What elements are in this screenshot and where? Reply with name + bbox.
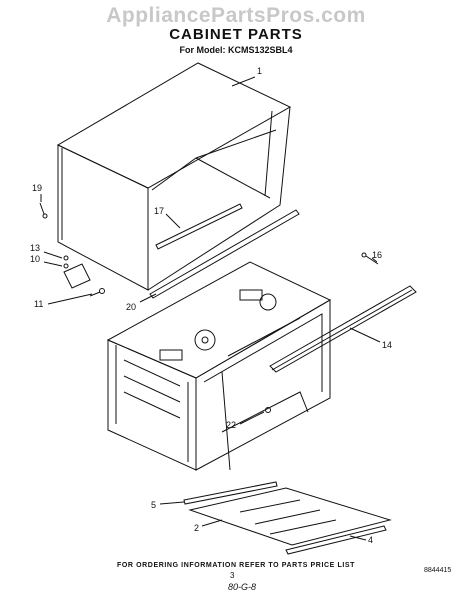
screw-part-19 — [39, 202, 48, 219]
leader-lines — [40, 76, 381, 541]
trim-strip-part-4 — [285, 525, 387, 555]
callout-13: 13 — [30, 243, 40, 253]
callout-22: 22 — [226, 420, 236, 430]
callout-11: 11 — [34, 299, 43, 309]
ordering-instructions: FOR ORDERING INFORMATION REFER TO PARTS … — [116, 562, 356, 569]
callout-14: 14 — [382, 340, 392, 350]
screw-part-16 — [361, 252, 379, 265]
handwritten-date: 80-G-8 — [228, 582, 257, 592]
chassis-frame — [106, 261, 332, 471]
diagram-code: 8844415 — [424, 567, 452, 574]
bracket-part-13 — [63, 255, 105, 297]
model-number: For Model: KCMS132SBL4 — [179, 45, 293, 55]
trim-strip-part-5 — [183, 481, 278, 505]
callout-2: 2 — [194, 523, 199, 533]
callout-10: 10 — [30, 254, 40, 264]
callout-16: 16 — [372, 250, 382, 260]
watermark: AppliancePartsPros.com — [106, 4, 366, 27]
rail-part-14 — [269, 285, 417, 373]
bottom-panel-part-2 — [188, 487, 392, 546]
callout-20: 20 — [126, 302, 136, 312]
callout-19: 19 — [32, 183, 42, 193]
callout-4: 4 — [368, 535, 373, 545]
callout-17: 17 — [154, 206, 164, 216]
screw-part-22 — [265, 407, 271, 413]
outer-cabinet-shell — [56, 62, 292, 291]
page-number: 3 — [230, 571, 235, 580]
diagram-title: CABINET PARTS — [169, 26, 303, 43]
rail-part-20 — [149, 209, 300, 299]
callout-5: 5 — [151, 500, 156, 510]
rail-part-17 — [155, 203, 243, 250]
callout-1: 1 — [257, 66, 262, 76]
